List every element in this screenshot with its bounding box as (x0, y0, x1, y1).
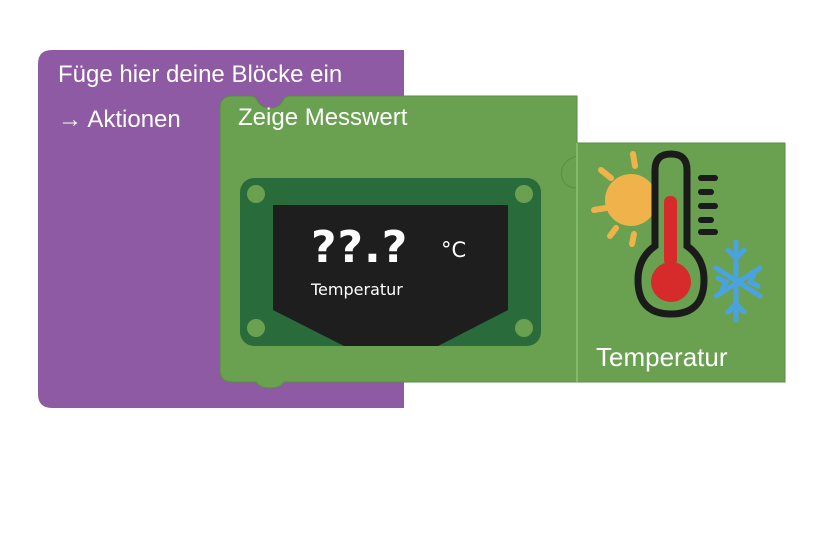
display-unit: °C (441, 238, 467, 262)
display-label: Temperatur (311, 280, 403, 299)
container-block-hint: → Aktionen (58, 106, 181, 133)
sensor-block-label: Temperatur (596, 342, 728, 372)
thermometer-icon (591, 150, 763, 323)
oled-display-icon (240, 178, 541, 346)
display-value: ??.? (311, 222, 409, 273)
container-block-title: Füge hier deine Blöcke ein (58, 61, 343, 88)
action-block-title: Zeige Messwert (238, 104, 408, 131)
